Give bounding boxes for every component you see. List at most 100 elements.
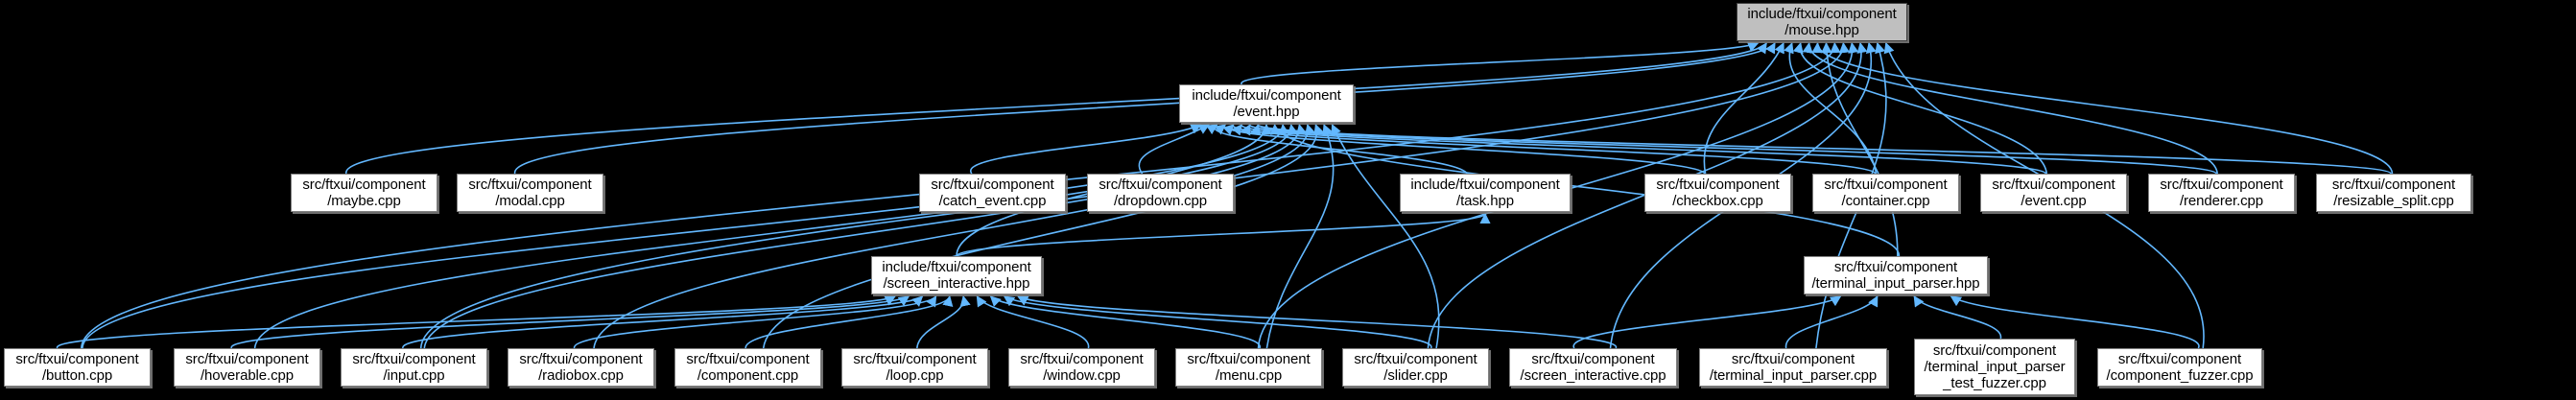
graph-node-label-line: src/ftxui/component <box>1656 176 1780 193</box>
graph-node-label-line: src/ftxui/component <box>1354 351 1477 367</box>
graph-node-label-line: src/ftxui/component <box>352 351 476 367</box>
graph-node-button_cpp[interactable]: src/ftxui/component/button.cpp <box>4 348 151 387</box>
graph-edge-window_cpp-to-screen_interactive_hpp <box>976 295 1090 349</box>
graph-node-label-line: /mouse.hpp <box>1784 22 1859 38</box>
graph-node-terminal_input_parser_test_fuzzer_cpp[interactable]: src/ftxui/component/terminal_input_parse… <box>1914 339 2075 395</box>
graph-edge-resizable_split_cpp-to-event_hpp <box>1250 123 2392 175</box>
graph-node-label-line: src/ftxui/component <box>1992 176 2115 193</box>
graph-node-mouse_hpp[interactable]: include/ftxui/component/mouse.hpp <box>1737 3 1907 41</box>
graph-node-label-line: /container.cpp <box>1841 193 1930 209</box>
graph-node-checkbox_cpp[interactable]: src/ftxui/component/checkbox.cpp <box>1644 174 1791 212</box>
graph-node-catch_event_cpp[interactable]: src/ftxui/component/catch_event.cpp <box>919 174 1066 212</box>
graph-node-label-line: include/ftxui/component <box>1192 87 1341 104</box>
graph-edge-checkbox_cpp-to-mouse_hpp <box>1703 41 1784 175</box>
graph-node-terminal_input_parser_cpp[interactable]: src/ftxui/component/terminal_input_parse… <box>1699 348 1887 387</box>
graph-node-label-line: src/ftxui/component <box>1187 351 1311 367</box>
graph-node-label-line: /terminal_input_parser <box>1924 359 2066 375</box>
graph-node-label-line: src/ftxui/component <box>1531 351 1655 367</box>
graph-edge-radiobox_cpp-to-event_hpp <box>593 123 1315 349</box>
graph-node-label-line: /renderer.cpp <box>2179 193 2264 209</box>
graph-node-modal_cpp[interactable]: src/ftxui/component/modal.cpp <box>457 174 603 212</box>
graph-edge-terminal_input_parser_test_fuzzer_cpp-to-terminal_input_parser_hpp <box>1913 295 2002 340</box>
graph-edge-component_fuzzer_cpp-to-terminal_input_parser_hpp <box>1950 295 2200 349</box>
graph-node-label-line: /terminal_input_parser.hpp <box>1811 275 1980 292</box>
graph-node-hoverable_cpp[interactable]: src/ftxui/component/hoverable.cpp <box>174 348 320 387</box>
graph-edge-modal_cpp-to-mouse_hpp <box>513 42 1776 175</box>
graph-node-label-line: src/ftxui/component <box>1833 259 1958 275</box>
graph-edge-hoverable_cpp-to-screen_interactive_hpp <box>230 295 910 349</box>
graph-node-label-line: src/ftxui/component <box>2331 176 2456 193</box>
graph-node-label-line: src/ftxui/component <box>519 351 643 367</box>
graph-node-label-line: /terminal_input_parser.cpp <box>1709 367 1878 384</box>
graph-edge-event_cpp-to-mouse_hpp <box>1792 41 2048 175</box>
graph-node-terminal_input_parser_hpp[interactable]: src/ftxui/component/terminal_input_parse… <box>1804 256 1988 294</box>
graph-node-label-line: /screen_interactive.hpp <box>883 275 1030 292</box>
graph-node-task_hpp[interactable]: include/ftxui/component/task.hpp <box>1400 174 1571 212</box>
graph-node-label-line: src/ftxui/component <box>1020 351 1144 367</box>
graph-node-label-line: /dropdown.cpp <box>1113 193 1208 209</box>
graph-node-label-line: include/ftxui/component <box>1747 6 1897 22</box>
graph-node-screen_interactive_hpp[interactable]: include/ftxui/component/screen_interacti… <box>871 256 1042 294</box>
graph-edge-slider_cpp-to-screen_interactive_hpp <box>1003 295 1432 349</box>
graph-node-label-line: src/ftxui/component <box>686 351 810 367</box>
graph-node-maybe_cpp[interactable]: src/ftxui/component/maybe.cpp <box>291 174 437 212</box>
graph-node-resizable_split_cpp[interactable]: src/ftxui/component/resizable_split.cpp <box>2316 174 2471 212</box>
graph-node-renderer_cpp[interactable]: src/ftxui/component/renderer.cpp <box>2148 174 2295 212</box>
graph-node-label-line: src/ftxui/component <box>2160 176 2283 193</box>
graph-node-radiobox_cpp[interactable]: src/ftxui/component/radiobox.cpp <box>508 348 654 387</box>
graph-node-window_cpp[interactable]: src/ftxui/component/window.cpp <box>1008 348 1155 387</box>
graph-edge-terminal_input_parser_hpp-to-mouse_hpp <box>1821 41 1899 257</box>
graph-node-label-line: src/ftxui/component <box>931 176 1054 193</box>
graph-edge-dropdown_cpp-to-event_hpp <box>1138 124 1210 175</box>
graph-node-label-line: src/ftxui/component <box>185 351 309 367</box>
graph-node-label-line: src/ftxui/component <box>1932 342 2057 359</box>
graph-edge-component_cpp-to-event_hpp <box>762 123 1324 349</box>
graph-node-event_cpp[interactable]: src/ftxui/component/event.cpp <box>1980 174 2127 212</box>
graph-node-label-line: _test_fuzzer.cpp <box>1943 375 2046 391</box>
graph-node-screen_interactive_cpp[interactable]: src/ftxui/component/screen_interactive.c… <box>1509 348 1677 387</box>
graph-node-label-line: /menu.cpp <box>1215 367 1283 384</box>
graph-node-input_cpp[interactable]: src/ftxui/component/input.cpp <box>341 348 487 387</box>
graph-node-label-line: /radiobox.cpp <box>538 367 624 384</box>
graph-node-label-line: src/ftxui/component <box>1099 176 1222 193</box>
graph-node-label-line: src/ftxui/component <box>468 176 592 193</box>
graph-edge-container_cpp-to-mouse_hpp <box>1784 41 1878 175</box>
graph-node-label-line: src/ftxui/component <box>2117 351 2242 367</box>
graph-node-label-line: /resizable_split.cpp <box>2333 193 2454 209</box>
graph-node-label-line: /checkbox.cpp <box>1672 193 1763 209</box>
graph-node-label-line: /screen_interactive.cpp <box>1520 367 1666 384</box>
graph-node-component_cpp[interactable]: src/ftxui/component/component.cpp <box>674 348 821 387</box>
graph-node-label-line: /component_fuzzer.cpp <box>2106 367 2254 384</box>
graph-node-label-line: /modal.cpp <box>495 193 565 209</box>
graph-node-event_hpp[interactable]: include/ftxui/component/event.hpp <box>1179 84 1354 123</box>
graph-node-dropdown_cpp[interactable]: src/ftxui/component/dropdown.cpp <box>1087 174 1234 212</box>
graph-edge-screen_interactive_hpp-to-task_hpp <box>956 212 1491 257</box>
graph-edge-terminal_input_parser_cpp-to-terminal_input_parser_hpp <box>1784 295 1879 349</box>
graph-node-label-line: /input.cpp <box>383 367 445 384</box>
graph-node-label-line: src/ftxui/component <box>853 351 977 367</box>
graph-node-label-line: /event.cpp <box>2021 193 2087 209</box>
graph-edge-loop_cpp-to-screen_interactive_hpp <box>916 294 971 349</box>
graph-node-component_fuzzer_cpp[interactable]: src/ftxui/component/component_fuzzer.cpp <box>2097 348 2262 387</box>
graph-node-loop_cpp[interactable]: src/ftxui/component/loop.cpp <box>841 348 988 387</box>
graph-node-label-line: /loop.cpp <box>886 367 944 384</box>
graph-node-label-line: include/ftxui/component <box>882 259 1031 275</box>
graph-edge-slider_cpp-to-event_hpp <box>1331 123 1440 349</box>
graph-node-container_cpp[interactable]: src/ftxui/component/container.cpp <box>1812 174 1959 212</box>
graph-edge-radiobox_cpp-to-screen_interactive_hpp <box>573 295 937 349</box>
graph-edge-button_cpp-to-screen_interactive_hpp <box>56 295 896 349</box>
graph-node-label-line: src/ftxui/component <box>302 176 426 193</box>
graph-node-label-line: /slider.cpp <box>1383 367 1448 384</box>
graph-node-menu_cpp[interactable]: src/ftxui/component/menu.cpp <box>1175 348 1322 387</box>
graph-node-slider_cpp[interactable]: src/ftxui/component/slider.cpp <box>1342 348 1489 387</box>
graph-edge-screen_interactive_cpp-to-screen_interactive_hpp <box>1017 295 1617 349</box>
graph-edge-button_cpp-to-event_hpp <box>82 123 1289 349</box>
graph-node-label-line: /catch_event.cpp <box>938 193 1047 209</box>
graph-edge-maybe_cpp-to-mouse_hpp <box>345 42 1767 175</box>
graph-node-label-line: /event.hpp <box>1233 104 1300 120</box>
graph-node-label-line: /window.cpp <box>1043 367 1121 384</box>
graph-edge-event_hpp-to-mouse_hpp <box>1241 41 1760 85</box>
graph-node-label-line: /maybe.cpp <box>327 193 401 209</box>
graph-edge-catch_event_cpp-to-event_hpp <box>970 124 1202 175</box>
